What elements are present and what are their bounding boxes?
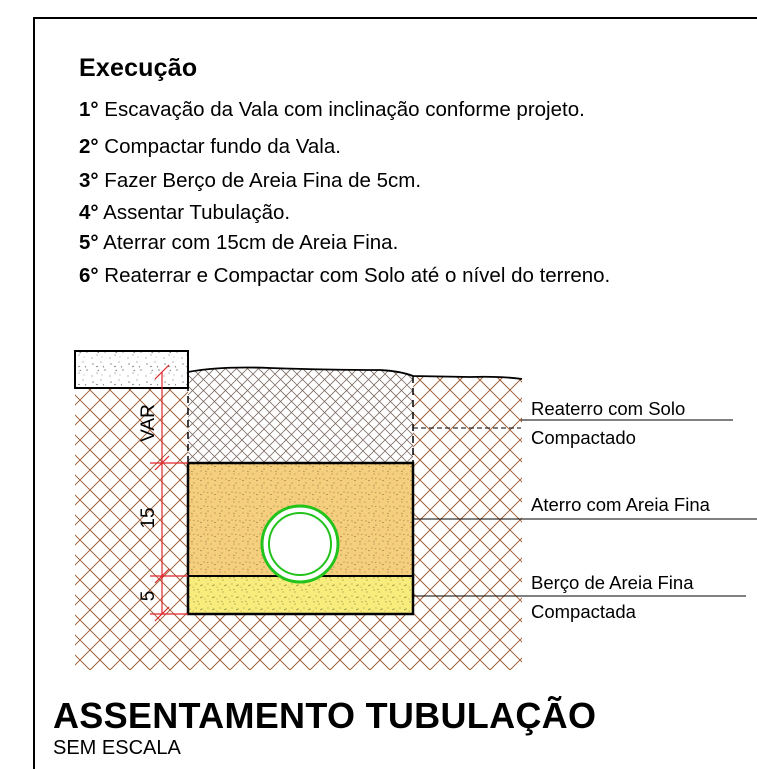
step-text: Assentar Tubulação.: [98, 201, 291, 224]
step-number: 5°: [79, 231, 99, 254]
scale-note: SEM ESCALA: [53, 737, 181, 759]
label-backfill-line2: Compactado: [531, 427, 636, 448]
dimension-chain: [150, 364, 188, 622]
native-soil-left: [75, 388, 188, 670]
frame-top-border: [33, 17, 757, 19]
step-number: 2°: [79, 135, 99, 158]
execution-step: 4° Assentar Tubulação.: [79, 201, 290, 225]
execution-title: Execução: [79, 54, 198, 82]
step-number: 6°: [79, 264, 99, 287]
trench-section-drawing: VAR 15 5 Reaterro com Solo Compactado At…: [74, 350, 757, 670]
step-text: Escavação da Vala com inclinação conform…: [98, 98, 585, 121]
step-text: Compactar fundo da Vala.: [98, 135, 341, 158]
label-bedding-line2: Compactada: [531, 601, 637, 622]
leader-lines: [413, 419, 757, 597]
label-bedding-line1: Berço de Areia Fina: [531, 572, 694, 593]
execution-step: 6° Reaterrar e Compactar com Solo até o …: [79, 264, 610, 288]
dimension-15-label: 15: [138, 507, 159, 528]
step-number: 4°: [79, 201, 99, 224]
execution-step: 2° Compactar fundo da Vala.: [79, 135, 341, 159]
trench-outline: [186, 461, 415, 616]
dimension-5-label: 5: [138, 591, 159, 602]
backfill-layer: [188, 367, 413, 463]
execution-step: 3° Fazer Berço de Areia Fina de 5cm.: [79, 169, 421, 193]
step-text: Aterrar com 15cm de Areia Fina.: [98, 231, 399, 254]
native-soil-bottom: [188, 614, 413, 670]
label-backfill-line1: Reaterro com Solo: [531, 398, 685, 419]
label-sand-fill: Aterro com Areia Fina: [531, 494, 711, 515]
step-number: 3°: [79, 169, 99, 192]
ground-surface-line: [187, 366, 523, 380]
step-text: Reaterrar e Compactar com Solo até o nív…: [98, 264, 611, 287]
pipe-inner-ring: [268, 512, 332, 576]
execution-step: 5° Aterrar com 15cm de Areia Fina.: [79, 231, 398, 255]
native-soil-right: [413, 376, 522, 670]
step-text: Fazer Berço de Areia Fina de 5cm.: [98, 169, 422, 192]
frame-left-border: [33, 17, 35, 769]
step-number: 1°: [79, 98, 99, 121]
pavement-slab: [74, 350, 189, 389]
execution-step: 1° Escavação da Vala com inclinação conf…: [79, 98, 585, 122]
detail-title: ASSENTAMENTO TUBULAÇÃO: [53, 695, 597, 736]
dimension-var-label: VAR: [138, 404, 159, 442]
